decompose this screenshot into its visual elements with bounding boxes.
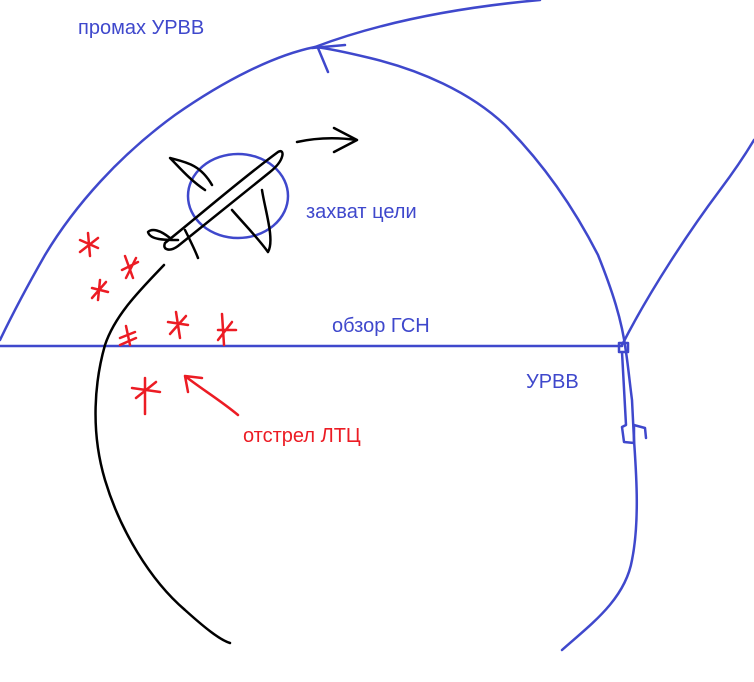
flare-star-icon	[78, 231, 238, 416]
label-seeker-view: обзор ГСН	[332, 315, 430, 337]
target-lock-circle	[186, 152, 290, 240]
label-flares: отстрел ЛТЦ	[243, 425, 361, 447]
aircraft-flight-path	[94, 263, 232, 645]
missile-launch-line	[620, 138, 754, 347]
label-missile-miss: промах УРВВ	[78, 17, 205, 39]
arrow-icon	[295, 126, 359, 154]
flares-arrow	[183, 374, 240, 417]
label-missile: УРВВ	[526, 371, 579, 393]
missile-miss-path	[313, 0, 542, 49]
missile-arrow-head	[310, 43, 347, 74]
aircraft-icon	[146, 149, 284, 260]
missile-trajectory	[0, 45, 639, 652]
label-target-lock: захват цели	[306, 201, 417, 223]
missile-icon	[617, 341, 648, 445]
